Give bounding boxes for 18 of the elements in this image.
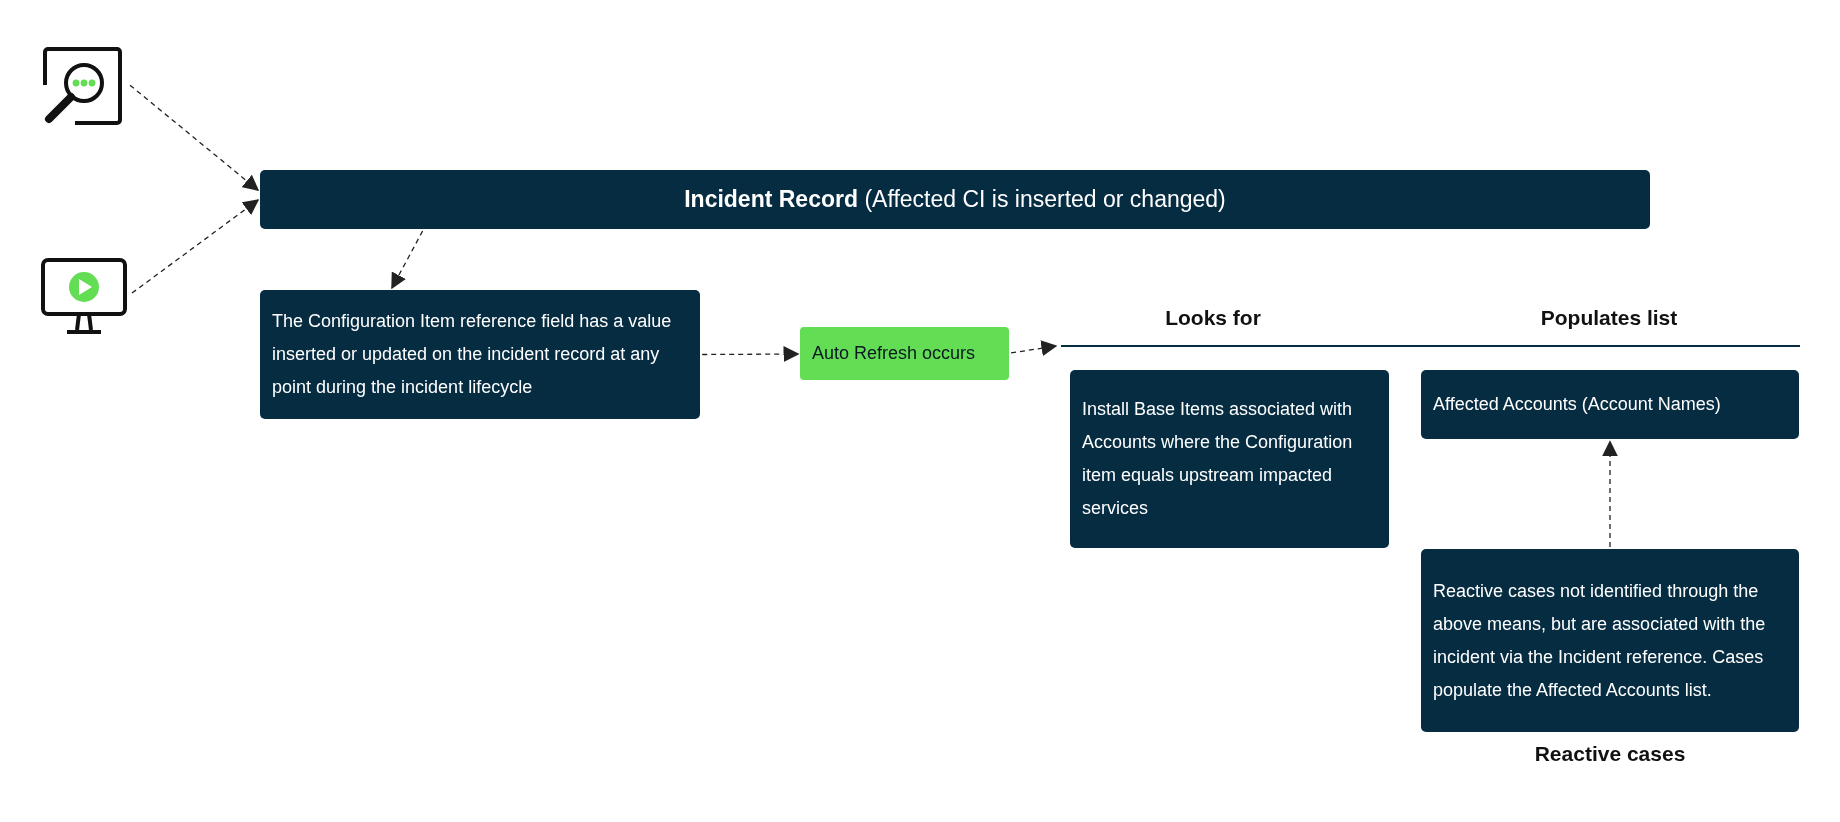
arrow — [1010, 340, 1058, 357]
process-box: Reactive cases not identified through the above means, but are associated with the incident via the Incident reference. Cases populate the Affected Accounts list. — [1421, 549, 1799, 732]
caption-text: Reactive cases — [1533, 742, 1687, 766]
rule-line — [1061, 345, 1800, 347]
column-heading: Looks for — [1164, 306, 1262, 330]
monitor-icon — [41, 258, 127, 336]
process-box: The Configuration Item reference field has a value inserted or updated on the incident record at any point during the incident lifecycle — [260, 290, 700, 419]
arrow — [701, 346, 800, 363]
arrow — [1602, 440, 1618, 548]
process-box: Auto Refresh occurs — [800, 327, 1009, 380]
process-box: Affected Accounts (Account Names) — [1421, 370, 1799, 439]
process-box: Install Base Items associated with Accounts where the Configuration item equals upstream impacted services — [1070, 370, 1389, 548]
column-heading: Populates list — [1539, 306, 1679, 330]
title-bar: Incident Record (Affected CI is inserted or changed) — [260, 170, 1650, 229]
arrow — [391, 230, 424, 290]
magnifier-icon — [41, 45, 123, 127]
arrow — [129, 84, 260, 192]
arrow — [131, 199, 260, 294]
